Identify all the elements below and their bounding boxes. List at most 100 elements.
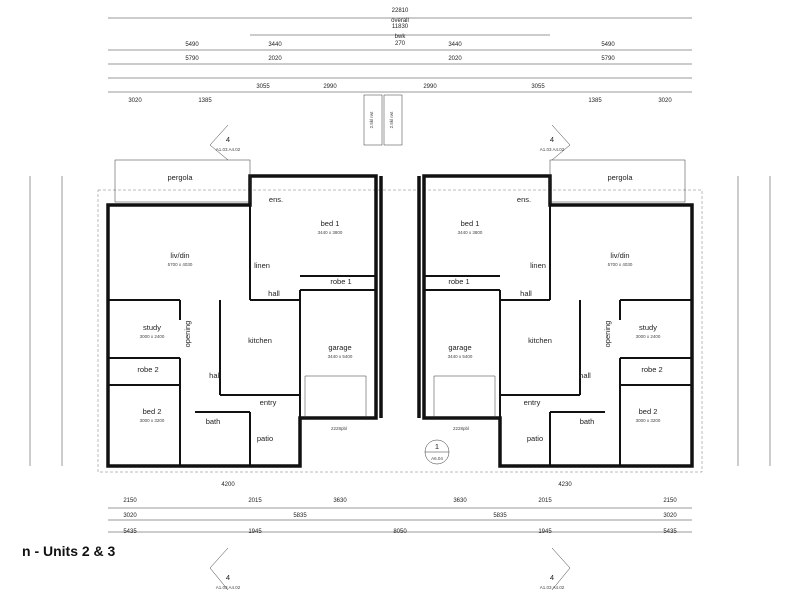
section-mark-1: 4 <box>550 135 554 144</box>
right-kitchen-label: kitchen <box>528 336 552 345</box>
bottom-dim-3: 2015 <box>248 498 262 504</box>
top-dim-15: 2990 <box>423 84 437 90</box>
bottom-dim-5: 3630 <box>453 498 467 504</box>
left-garage-label: garage <box>328 343 351 352</box>
right-entry-label: entry <box>524 398 541 407</box>
left-pergola-label: pergola <box>167 173 193 182</box>
right-robe2-label: robe 2 <box>641 365 662 374</box>
right-garage-size-label: 3440 x 5400 <box>448 354 473 359</box>
left-livdin-label: liv/din <box>170 251 189 260</box>
left-robe2-label: robe 2 <box>137 365 158 374</box>
section-line-top-left <box>209 124 229 161</box>
top-dim-4: 270 <box>395 41 406 47</box>
bottom-dim-7: 2150 <box>663 498 677 504</box>
pergola-left <box>114 159 251 203</box>
tank-left-label: 2.5kl rwt <box>369 111 374 129</box>
bottom-dim-4: 3630 <box>333 498 347 504</box>
section-line-bottom-left <box>209 547 229 591</box>
right-pergola-label: pergola <box>607 173 633 182</box>
section-mark-2: 4 <box>226 573 230 582</box>
right-robe1-label: robe 1 <box>448 277 469 286</box>
bottom-dim-2: 2150 <box>123 498 137 504</box>
section-line-top-right <box>551 124 571 161</box>
bottom-dim-0: 4200 <box>221 482 235 488</box>
top-dim-20: 3020 <box>658 98 672 104</box>
internal-walls-left <box>108 205 376 466</box>
bottom-dim-9: 5835 <box>293 513 307 519</box>
top-dim-19: 1385 <box>588 98 602 104</box>
callout-number: 1 <box>435 442 439 451</box>
left-pb-label: 2228pbl <box>331 426 347 431</box>
bottom-dim-10: 5835 <box>493 513 507 519</box>
left-bed1-size-label: 3440 x 3800 <box>318 230 343 235</box>
top-dim-10: 2020 <box>448 56 462 62</box>
left-hall2-label: hall <box>209 371 221 380</box>
bottom-dim-16: 5435 <box>663 529 677 535</box>
right-bed1-label: bed 1 <box>461 219 480 228</box>
right-ens-label: ens. <box>517 195 531 204</box>
bottom-dim-6: 2015 <box>538 498 552 504</box>
callout-ref: A6.04 <box>431 456 443 461</box>
left-livdin-size-label: 5700 x 4030 <box>168 262 193 267</box>
top-dim-7: 3440 <box>448 42 462 48</box>
bottom-dim-8: 3020 <box>123 513 137 519</box>
top-dim-1: overall <box>391 18 409 24</box>
top-dim-12: 5790 <box>601 56 615 62</box>
tank-right <box>383 94 403 146</box>
section-line-bottom-right <box>551 547 571 591</box>
left-entry-label: entry <box>260 398 277 407</box>
right-bed2-size-label: 3000 x 3200 <box>636 418 661 423</box>
right-livdin-size-label: 5700 x 4030 <box>608 262 633 267</box>
left-hall-label: hall <box>268 289 280 298</box>
section-ref-3: A1.03 A4.02 <box>540 585 565 590</box>
right-garage-label: garage <box>448 343 471 352</box>
right-patio-label: patio <box>527 434 543 443</box>
top-dim-9: 2020 <box>268 56 282 62</box>
right-pb-label: 2228pbl <box>453 426 469 431</box>
right-hall2-label: hall <box>579 371 591 380</box>
section-mark-0: 4 <box>226 135 230 144</box>
tank-right-label: 2.5kl rwt <box>389 111 394 129</box>
right-livdin-label: liv/din <box>610 251 629 260</box>
top-dim-5: 5490 <box>185 42 199 48</box>
garage-door-right <box>433 375 496 418</box>
right-bath-label: bath <box>580 417 595 426</box>
section-ref-0: A1.03 A4.02 <box>216 147 241 152</box>
bottom-dim-14: 8050 <box>393 529 407 535</box>
top-dim-13: 3055 <box>256 84 270 90</box>
left-garage-size-label: 3440 x 5400 <box>328 354 353 359</box>
left-study-size-label: 3000 x 2400 <box>140 334 165 339</box>
garage-door-left <box>304 375 367 418</box>
top-dim-14: 2990 <box>323 84 337 90</box>
section-ref-1: A1.03 A4.02 <box>540 147 565 152</box>
left-patio-label: patio <box>257 434 273 443</box>
right-linen-label: linen <box>530 261 546 270</box>
section-ref-2: A1.03 A4.02 <box>216 585 241 590</box>
top-dim-6: 3440 <box>268 42 282 48</box>
top-dim-18: 1385 <box>198 98 212 104</box>
left-bed1-label: bed 1 <box>321 219 340 228</box>
section-mark-3: 4 <box>550 573 554 582</box>
right-opening-label: opening <box>603 321 612 348</box>
pergola-right <box>549 159 686 203</box>
top-dim-16: 3055 <box>531 84 545 90</box>
bottom-dim-13: 1945 <box>248 529 262 535</box>
top-dim-2: 11830 <box>392 24 409 30</box>
right-bed1-size-label: 3440 x 3800 <box>458 230 483 235</box>
dim-lines <box>29 17 771 533</box>
tank-left <box>363 94 383 146</box>
top-dim-3: bwk <box>395 34 407 40</box>
left-bed2-label: bed 2 <box>143 407 162 416</box>
right-study-size-label: 3000 x 2400 <box>636 334 661 339</box>
bottom-dim-15: 1945 <box>538 529 552 535</box>
left-study-label: study <box>143 323 161 332</box>
left-ens-label: ens. <box>269 195 283 204</box>
internal-walls-right <box>424 205 692 466</box>
drawing-caption: n - Units 2 & 3 <box>22 543 116 559</box>
left-opening-label: opening <box>183 321 192 348</box>
top-dim-0: 22810 <box>392 8 409 14</box>
top-dim-17: 3020 <box>128 98 142 104</box>
left-bath-label: bath <box>206 417 221 426</box>
